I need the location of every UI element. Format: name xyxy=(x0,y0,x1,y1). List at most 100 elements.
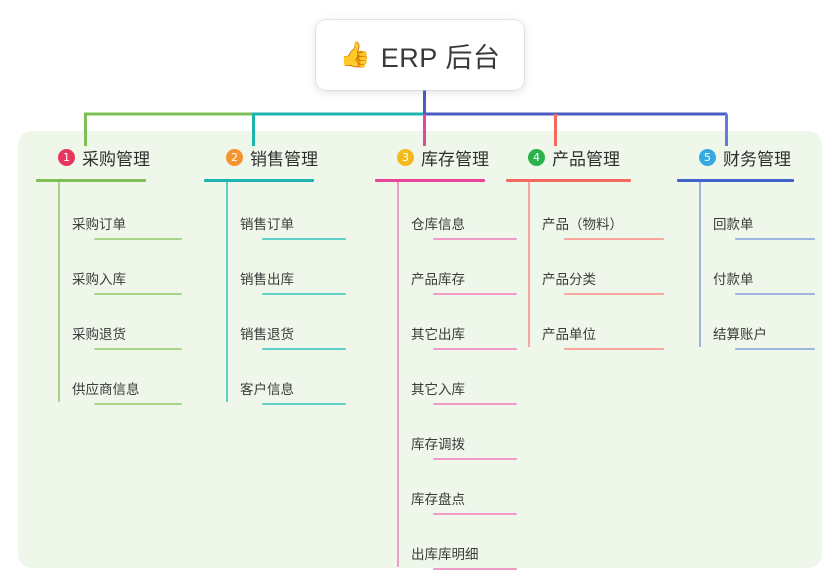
leaf-item-label: 仓库信息 xyxy=(411,217,465,232)
leaf-item[interactable]: 其它入库 xyxy=(375,347,517,405)
leaf-spine-5 xyxy=(699,182,701,347)
leaf-item-label: 采购入库 xyxy=(72,272,126,287)
leaf-spine-4 xyxy=(528,182,530,347)
leaf-item-label: 结算账户 xyxy=(713,327,767,342)
leaf-item-label: 产品库存 xyxy=(411,272,465,287)
leaf-item-underline xyxy=(433,348,517,350)
leaf-item-label: 产品分类 xyxy=(542,272,596,287)
leaf-item-underline xyxy=(564,238,664,240)
leaf-list-3: 仓库信息产品库存其它出库其它入库库存调拨库存盘点出库库明细 xyxy=(375,182,517,570)
leaf-item-underline xyxy=(262,403,346,405)
leaf-item[interactable]: 销售退货 xyxy=(204,292,346,350)
leaf-item-label: 产品单位 xyxy=(542,327,596,342)
leaf-item-label: 回款单 xyxy=(713,217,754,232)
leaf-item-label: 采购退货 xyxy=(72,327,126,342)
category-column-2: 2 销售管理 销售订单销售出库销售退货客户信息 xyxy=(204,144,346,405)
leaf-item-underline xyxy=(735,348,815,350)
leaf-item-underline xyxy=(262,348,346,350)
leaf-item-label: 销售出库 xyxy=(240,272,294,287)
category-title-2: 销售管理 xyxy=(250,149,318,169)
leaf-item-label: 库存盘点 xyxy=(411,492,465,507)
leaf-spine-3 xyxy=(397,182,399,567)
leaf-item-label: 客户信息 xyxy=(240,382,294,397)
leaf-item[interactable]: 采购入库 xyxy=(36,237,182,295)
category-title-3: 库存管理 xyxy=(421,149,489,169)
leaf-item-label: 销售退货 xyxy=(240,327,294,342)
category-column-5: 5 财务管理 回款单付款单结算账户 xyxy=(677,144,815,350)
category-header-2[interactable]: 2 销售管理 xyxy=(204,144,346,170)
leaf-item[interactable]: 销售订单 xyxy=(204,182,346,240)
category-header-5[interactable]: 5 财务管理 xyxy=(677,144,815,170)
category-underline-5 xyxy=(677,179,794,182)
category-header-1[interactable]: 1 采购管理 xyxy=(36,144,182,170)
category-underline-4 xyxy=(506,179,631,182)
category-title-5: 财务管理 xyxy=(723,149,791,169)
category-column-3: 3 库存管理 仓库信息产品库存其它出库其它入库库存调拨库存盘点出库库明细 xyxy=(375,144,517,570)
leaf-item[interactable]: 客户信息 xyxy=(204,347,346,405)
leaf-item[interactable]: 库存盘点 xyxy=(375,457,517,515)
leaf-item-underline xyxy=(564,293,664,295)
leaf-item-label: 其它入库 xyxy=(411,382,465,397)
leaf-item[interactable]: 仓库信息 xyxy=(375,182,517,240)
leaf-item[interactable]: 库存调拨 xyxy=(375,402,517,460)
leaf-item-underline xyxy=(433,238,517,240)
leaf-item-underline xyxy=(735,293,815,295)
leaf-item-underline xyxy=(433,293,517,295)
category-title-4: 产品管理 xyxy=(552,149,620,169)
category-underline-1 xyxy=(36,179,146,182)
category-badge-4: 4 xyxy=(528,148,545,166)
leaf-item-underline xyxy=(433,513,517,515)
leaf-item-label: 产品（物料） xyxy=(542,217,623,232)
leaf-item[interactable]: 产品库存 xyxy=(375,237,517,295)
root-node[interactable]: 👍 ERP 后台 xyxy=(316,20,524,90)
category-badge-3: 3 xyxy=(397,148,414,166)
leaf-item-underline xyxy=(262,238,346,240)
category-underline-2 xyxy=(204,179,314,182)
leaf-item-underline xyxy=(433,403,517,405)
leaf-item[interactable]: 产品单位 xyxy=(506,292,664,350)
leaf-item[interactable]: 供应商信息 xyxy=(36,347,182,405)
leaf-item-label: 其它出库 xyxy=(411,327,465,342)
leaf-item-label: 出库库明细 xyxy=(411,547,479,562)
leaf-spine-1 xyxy=(58,182,60,402)
category-badge-1: 1 xyxy=(58,148,75,166)
leaf-item-underline xyxy=(94,348,182,350)
leaf-list-4: 产品（物料） 产品分类产品单位 xyxy=(506,182,664,350)
leaf-item[interactable]: 结算账户 xyxy=(677,292,815,350)
leaf-item-label: 付款单 xyxy=(713,272,754,287)
leaf-item-label: 库存调拨 xyxy=(411,437,465,452)
leaf-item[interactable]: 采购订单 xyxy=(36,182,182,240)
leaf-item-underline xyxy=(433,568,517,570)
category-badge-2: 2 xyxy=(226,148,243,166)
leaf-item[interactable]: 回款单 xyxy=(677,182,815,240)
leaf-item[interactable]: 采购退货 xyxy=(36,292,182,350)
leaf-item[interactable]: 付款单 xyxy=(677,237,815,295)
leaf-item[interactable]: 销售出库 xyxy=(204,237,346,295)
category-underline-3 xyxy=(375,179,485,182)
leaf-item-underline xyxy=(94,403,182,405)
category-header-4[interactable]: 4 产品管理 xyxy=(506,144,664,170)
category-header-3[interactable]: 3 库存管理 xyxy=(375,144,517,170)
leaf-spine-2 xyxy=(226,182,228,402)
leaf-item-underline xyxy=(94,293,182,295)
root-title: ERP 后台 xyxy=(380,42,501,73)
leaf-list-5: 回款单付款单结算账户 xyxy=(677,182,815,350)
category-badge-5: 5 xyxy=(699,148,716,166)
leaf-item-label: 销售订单 xyxy=(240,217,294,232)
leaf-item-underline xyxy=(564,348,664,350)
leaf-item-underline xyxy=(735,238,815,240)
leaf-item[interactable]: 产品分类 xyxy=(506,237,664,295)
category-title-1: 采购管理 xyxy=(82,149,150,169)
leaf-list-2: 销售订单销售出库销售退货客户信息 xyxy=(204,182,346,405)
category-column-1: 1 采购管理 采购订单采购入库采购退货供应商信息 xyxy=(36,144,182,405)
leaf-item[interactable]: 其它出库 xyxy=(375,292,517,350)
thumbs-up-icon: 👍 xyxy=(339,40,371,69)
category-column-4: 4 产品管理 产品（物料） 产品分类产品单位 xyxy=(506,144,664,350)
leaf-item-underline xyxy=(433,458,517,460)
leaf-item[interactable]: 产品（物料） xyxy=(506,182,664,240)
leaf-item-label: 供应商信息 xyxy=(72,382,140,397)
leaf-item-underline xyxy=(94,238,182,240)
leaf-item[interactable]: 出库库明细 xyxy=(375,512,517,570)
leaf-item-label: 采购订单 xyxy=(72,217,126,232)
